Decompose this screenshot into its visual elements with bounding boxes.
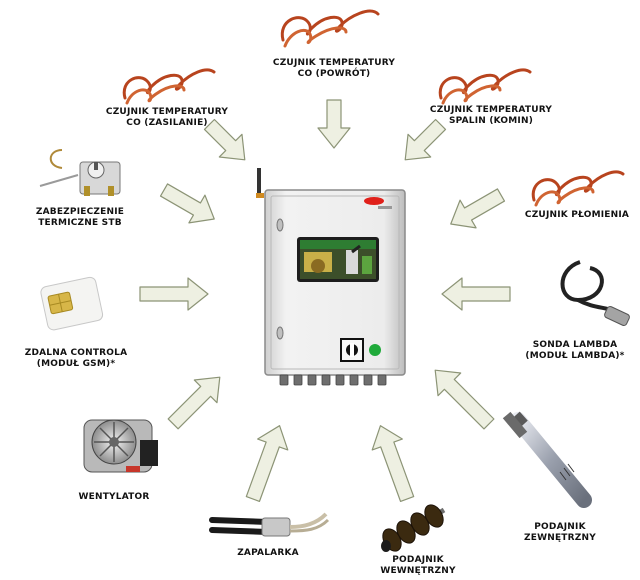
arrow-lambda <box>441 277 511 311</box>
label-lambda: SONDA LAMBDA (MODUŁ LAMBDA)* <box>525 340 625 361</box>
lambda-probe-icon <box>560 260 630 327</box>
label-flue-gas-sensor: CZUJNIK TEMPERATURY SPALIN (KOMIN) <box>429 105 553 126</box>
arrow-flue-gas <box>404 118 447 161</box>
label-stb: ZABEZPIECZENIE TERMICZNE STB <box>35 207 125 228</box>
arrow-external-feeder <box>434 369 495 430</box>
arrow-flame <box>450 188 506 229</box>
status-led-icon <box>369 344 381 356</box>
power-indicator-icon <box>364 197 384 205</box>
auger-screw-icon <box>381 504 446 552</box>
arrow-stb <box>159 183 215 224</box>
arrow-igniter <box>245 425 289 502</box>
label-external-feeder: PODAJNIK ZEWNĘTRZNY <box>524 522 596 543</box>
arrow-gsm <box>139 277 209 311</box>
sim-card-icon <box>40 276 104 331</box>
label-flame-sensor: CZUJNIK PŁOMIENIA <box>524 210 630 220</box>
label-internal-feeder: PODAJNIK WEWNĘTRZNY <box>380 555 456 576</box>
arrow-internal-feeder <box>371 425 415 502</box>
label-igniter: ZAPALARKA <box>237 548 299 558</box>
external-feeder-tube-icon <box>502 411 592 508</box>
arrow-co-supply <box>203 118 246 161</box>
coiled-cable-icon <box>438 68 532 100</box>
coiled-cable-icon <box>531 170 625 202</box>
label-co-return-sensor: CZUJNIK TEMPERATURY CO (POWRÓT) <box>272 58 396 79</box>
heating-element-icon <box>209 512 330 537</box>
arrow-fan <box>167 376 221 430</box>
blower-fan-icon <box>83 419 158 473</box>
label-fan: WENTYLATOR <box>78 492 150 502</box>
arrow-co-return <box>317 99 351 149</box>
coiled-cable-icon <box>280 9 380 42</box>
label-gsm: ZDALNA CONTROLA (MODUŁ GSM)* <box>24 348 128 369</box>
thermostat-icon <box>39 149 121 196</box>
coiled-cable-icon <box>122 68 216 100</box>
controller-cabinet-icon <box>256 168 406 386</box>
label-co-supply-sensor: CZUJNIK TEMPERATURY CO (ZASILANIE) <box>105 107 229 128</box>
